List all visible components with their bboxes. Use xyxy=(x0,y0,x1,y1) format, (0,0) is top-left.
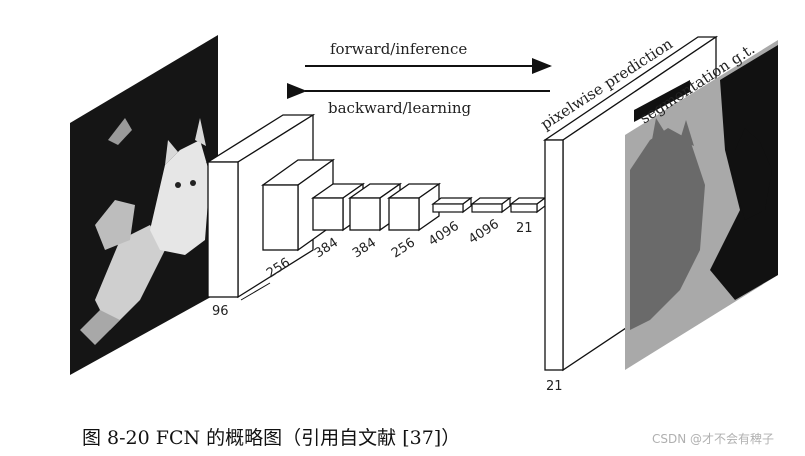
layer-label-384-b: 384 xyxy=(350,235,379,261)
layer-label-256-b: 256 xyxy=(389,235,418,261)
input-image xyxy=(70,35,218,375)
layer-label-384-a: 384 xyxy=(312,235,341,261)
layer-label-21: 21 xyxy=(516,221,533,236)
figure-caption: 图 8-20 FCN 的概略图（引用自文献 [37]） xyxy=(82,423,460,450)
backward-label: backward/learning xyxy=(328,99,472,117)
output-channels-label: 21 xyxy=(546,379,563,394)
fc-block-21 xyxy=(511,198,545,212)
fcn-diagram: forward/inference backward/learning pixe… xyxy=(0,0,805,420)
fc-block-4096-b xyxy=(472,198,510,212)
layer-label-4096-a: 4096 xyxy=(426,219,462,250)
layer-label-96: 96 xyxy=(212,304,229,319)
watermark: CSDN @才不会有稗子 xyxy=(652,430,774,447)
forward-label: forward/inference xyxy=(330,40,467,58)
layer-label-4096-b: 4096 xyxy=(466,217,502,248)
fc-block-4096-a xyxy=(433,198,471,212)
